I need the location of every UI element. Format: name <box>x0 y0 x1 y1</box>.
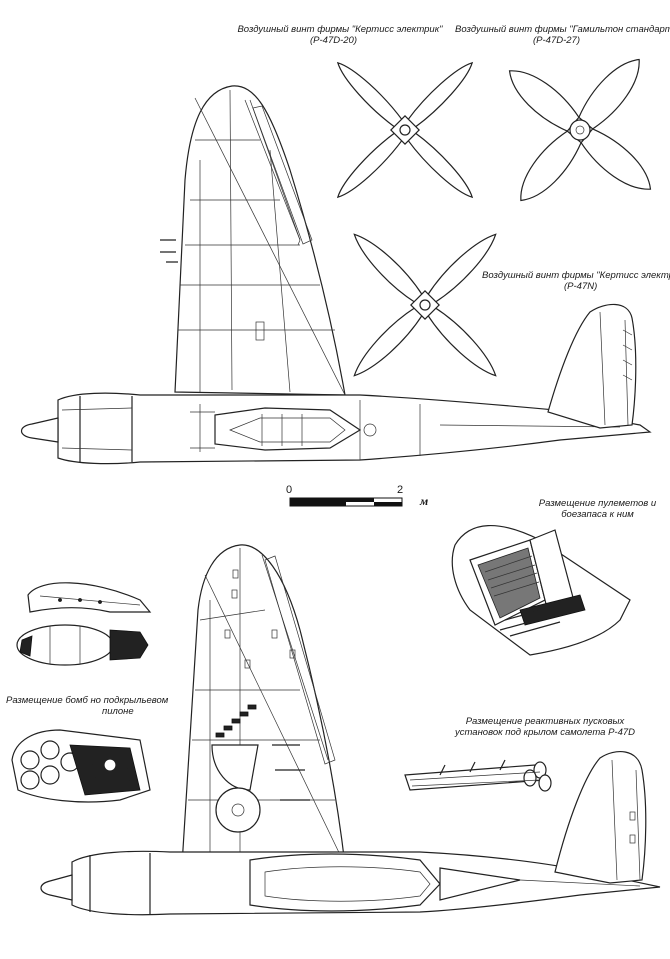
guns-label-line2: боезапаса к ним <box>561 509 634 520</box>
top-aircraft-drawing <box>20 85 652 465</box>
rockets-label-line2: установок под крылом самолета P-47D <box>454 727 636 738</box>
engine-detail <box>11 729 151 803</box>
prop-curtiss-d20-title: Воздушный винт фирмы "Кертисс электрик" <box>237 24 443 35</box>
prop-curtiss-d20-label: Воздушный винт фирмы "Кертисс электрик" … <box>230 24 450 46</box>
prop-hamilton-model: (P-47D-27) <box>533 35 580 46</box>
prop-hamilton-label: Воздушный винт фирмы "Гамильтон стандарт… <box>455 24 670 46</box>
top-spinner <box>20 417 59 443</box>
bottom-aircraft-drawing <box>40 544 661 916</box>
bottom-tail-fin <box>554 751 647 884</box>
guns-label: Размещение пулеметов и боезапаса к ним <box>525 498 670 520</box>
prop-curtiss-n-title: Воздушный винт фирмы "Кертисс электрик" <box>482 270 670 281</box>
propeller-curtiss-n <box>353 233 497 377</box>
rocket-launchers-detail <box>404 759 552 792</box>
guns-ammo-detail <box>451 524 631 656</box>
bottom-wing-outline <box>181 544 346 866</box>
propeller-curtiss-d20 <box>336 61 474 199</box>
rockets-label: Размещение реактивных пусковых установок… <box>445 716 645 738</box>
prop-hamilton-title: Воздушный винт фирмы "Гамильтон стандарт… <box>455 24 670 35</box>
prop-curtiss-d20-model: (P-47D-20) <box>310 35 357 46</box>
bombs-label-line1: Размещение бомб но подкрыльевом <box>6 695 169 706</box>
top-tail-fin <box>547 303 637 429</box>
scale-unit-label: м <box>420 494 429 508</box>
top-wing-outline <box>174 85 346 396</box>
bombs-label-line2: пилоне <box>102 706 134 717</box>
bombs-detail <box>16 582 152 666</box>
propeller-hamilton <box>508 58 652 202</box>
scale-bar <box>289 497 403 507</box>
rockets-label-line1: Размещение реактивных пусковых <box>465 716 625 727</box>
prop-curtiss-n-model: (P-47N) <box>564 281 598 292</box>
scale-end-label: 2 <box>397 484 404 496</box>
scale-start-label: 0 <box>286 484 293 496</box>
bottom-spinner <box>40 874 73 901</box>
bombs-label: Размещение бомб но подкрыльевом пилоне <box>6 695 176 717</box>
prop-curtiss-n-label: Воздушный винт фирмы "Кертисс электрик" … <box>482 270 670 292</box>
guns-label-line1: Размещение пулеметов и <box>538 498 657 509</box>
